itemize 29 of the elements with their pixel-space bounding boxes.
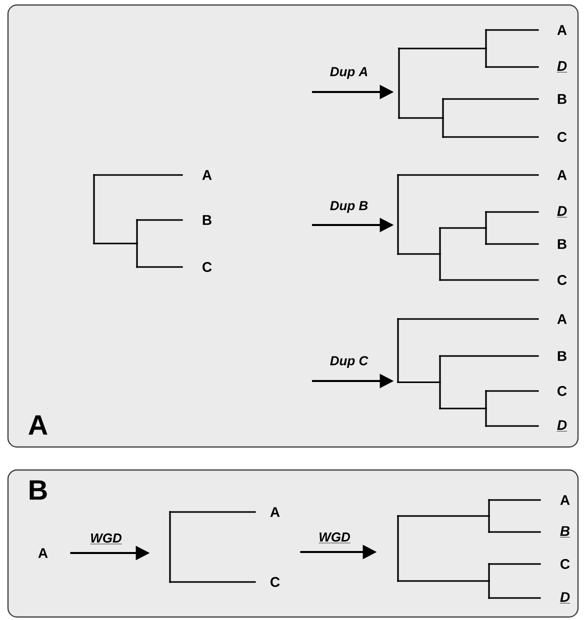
taxon-label: A <box>38 548 48 558</box>
leaf-label: A <box>560 495 570 505</box>
leaf-label: B <box>558 239 566 249</box>
leaf-label: C <box>202 262 212 272</box>
leaf-label: A <box>557 314 567 324</box>
leaf-label: D <box>560 592 570 604</box>
leaf-label: C <box>270 577 280 587</box>
edge-label: WGD <box>90 533 122 544</box>
edge-label: WGD <box>318 532 351 544</box>
leaf-label: D <box>556 61 568 72</box>
leaf-label: C <box>560 559 570 569</box>
leaf-label: A <box>270 507 280 517</box>
leaf-label: D <box>556 206 568 218</box>
leaf-label: B <box>558 351 566 361</box>
leaf-label: C <box>558 386 567 396</box>
leaf-label: A <box>557 170 567 180</box>
edge-label: Dup B <box>330 201 368 213</box>
panel-label: B <box>30 480 47 500</box>
leaf-label: A <box>557 25 567 35</box>
leaf-label: B <box>560 526 570 538</box>
leaf-label: B <box>558 94 566 104</box>
edge-label: Dup C <box>330 356 368 368</box>
leaf-label: A <box>202 170 212 180</box>
leaf-label: D <box>556 420 568 432</box>
leaf-label: C <box>558 132 567 142</box>
leaf-label: B <box>202 215 212 225</box>
leaf-label: C <box>558 275 567 285</box>
edge-label: Dup A <box>330 67 368 79</box>
panel-label: A <box>28 415 48 435</box>
